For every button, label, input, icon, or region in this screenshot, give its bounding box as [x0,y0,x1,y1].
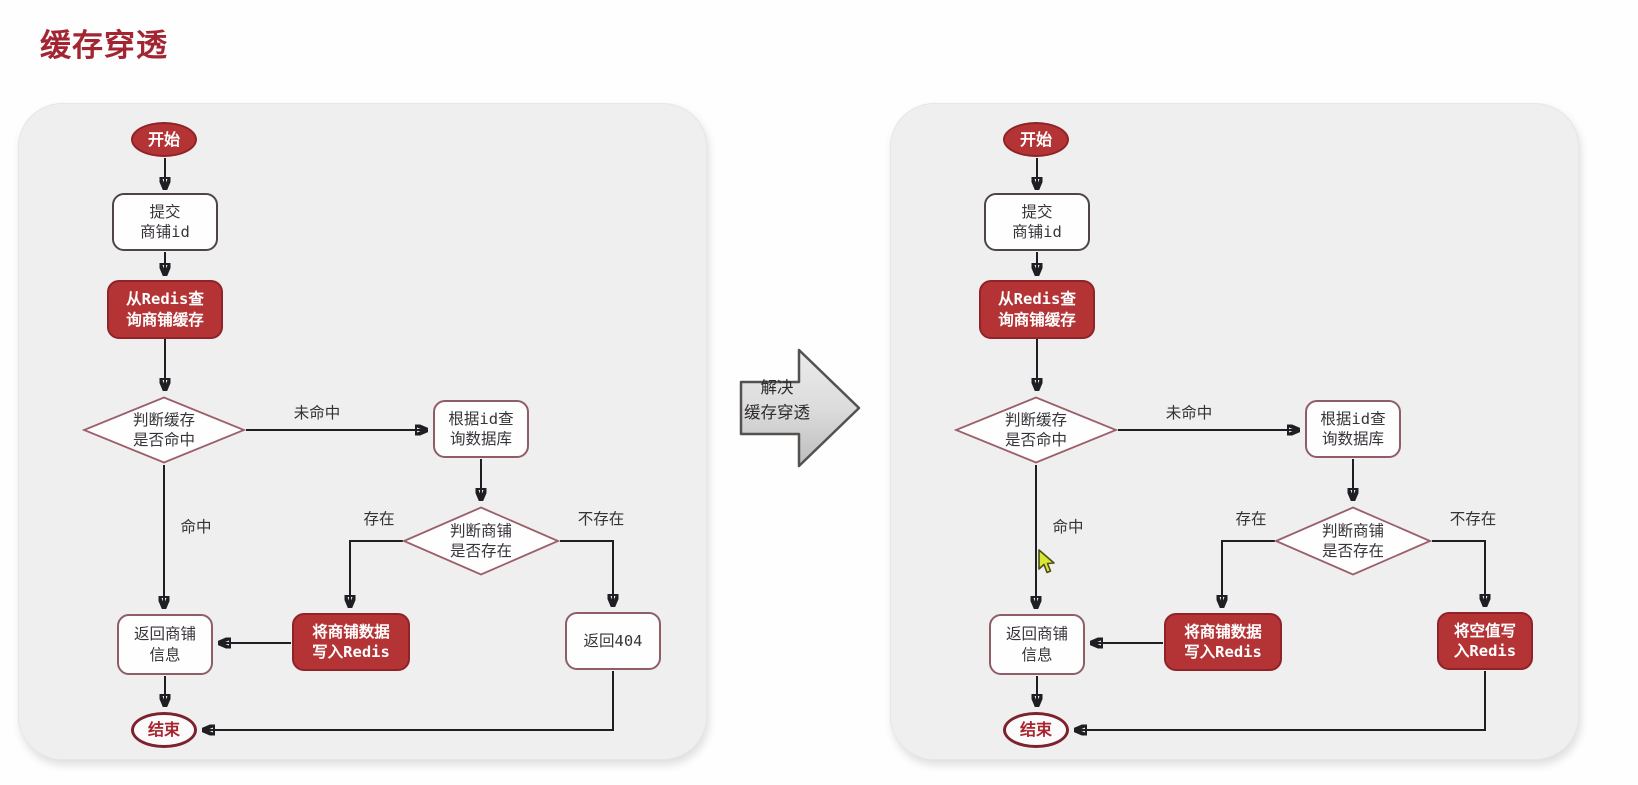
check-shop-exist-decision: 判断商铺 是否存在 [402,506,560,576]
page-title: 缓存穿透 [40,28,168,63]
edge-label-hit: 命中 [180,519,212,536]
start-node: 开始 [1003,122,1069,157]
end-node: 结束 [131,712,197,748]
check-cache-hit-decision: 判断缓存 是否命中 [954,396,1118,464]
edge-checkexist-missresult [560,540,613,605]
edge-label-miss: 未命中 [293,405,341,422]
check-shop-exist-label: 判断商铺 是否存在 [449,521,512,560]
query-redis-cache-node: 从Redis查 询商铺缓存 [107,280,223,339]
end-node: 结束 [1003,712,1069,748]
edge-writenull-end [1076,671,1486,730]
diamond-shape [402,506,560,576]
check-cache-hit-decision: 判断缓存 是否命中 [82,396,246,464]
query-db-node: 根据id查 询数据库 [433,400,529,458]
write-shop-data-to-redis-node: 将商铺数据 写入Redis [1164,613,1282,671]
check-shop-exist-decision: 判断商铺 是否存在 [1274,506,1432,576]
check-cache-hit-label: 判断缓存 是否命中 [132,410,195,449]
submit-shop-id-node: 提交 商铺id [112,193,218,251]
start-node: 开始 [131,122,197,157]
query-db-node: 根据id查 询数据库 [1305,400,1401,458]
flowchart-panel-before: 开始 提交 商铺id 从Redis查 询商铺缓存 判断缓存 是否命中 根据id查… [18,103,707,760]
query-redis-cache-node: 从Redis查 询商铺缓存 [979,280,1095,339]
diamond-shape [82,396,246,464]
check-shop-exist-label: 判断商铺 是否存在 [1321,521,1384,560]
write-null-to-redis-node: 将空值写 入Redis [1437,612,1533,670]
edge-label-not-exist: 不存在 [1449,511,1497,528]
return-shop-info-node: 返回商铺 信息 [117,614,213,675]
edge-label-not-exist: 不存在 [577,511,625,528]
diamond-shape [954,396,1118,464]
edge-label-exist: 存在 [1235,511,1267,528]
edge-checkexist-writenull [1432,540,1485,605]
edge-label-hit: 命中 [1052,519,1084,536]
return-404-node: 返回404 [565,612,661,670]
mouse-pointer-icon [1038,549,1055,574]
block-arrow-icon [739,348,861,468]
submit-shop-id-node: 提交 商铺id [984,193,1090,251]
transition-arrow: 解决 缓存穿透 [725,340,865,476]
edge-checkexist-writecache [350,540,403,606]
check-cache-hit-label: 判断缓存 是否命中 [1004,410,1067,449]
flowchart-panel-after: 开始 提交 商铺id 从Redis查 询商铺缓存 判断缓存 是否命中 根据id查… [890,103,1579,760]
edge-checkexist-writecache [1222,540,1275,606]
edge-missresult-end [204,671,614,730]
edge-label-miss: 未命中 [1165,405,1213,422]
flow-arrows [891,158,1580,761]
flow-arrows [19,158,708,761]
diamond-shape [1274,506,1432,576]
transition-label: 解决 缓存穿透 [744,379,810,422]
edge-label-exist: 存在 [363,511,395,528]
return-shop-info-node: 返回商铺 信息 [989,614,1085,675]
write-shop-data-to-redis-node: 将商铺数据 写入Redis [292,613,410,671]
